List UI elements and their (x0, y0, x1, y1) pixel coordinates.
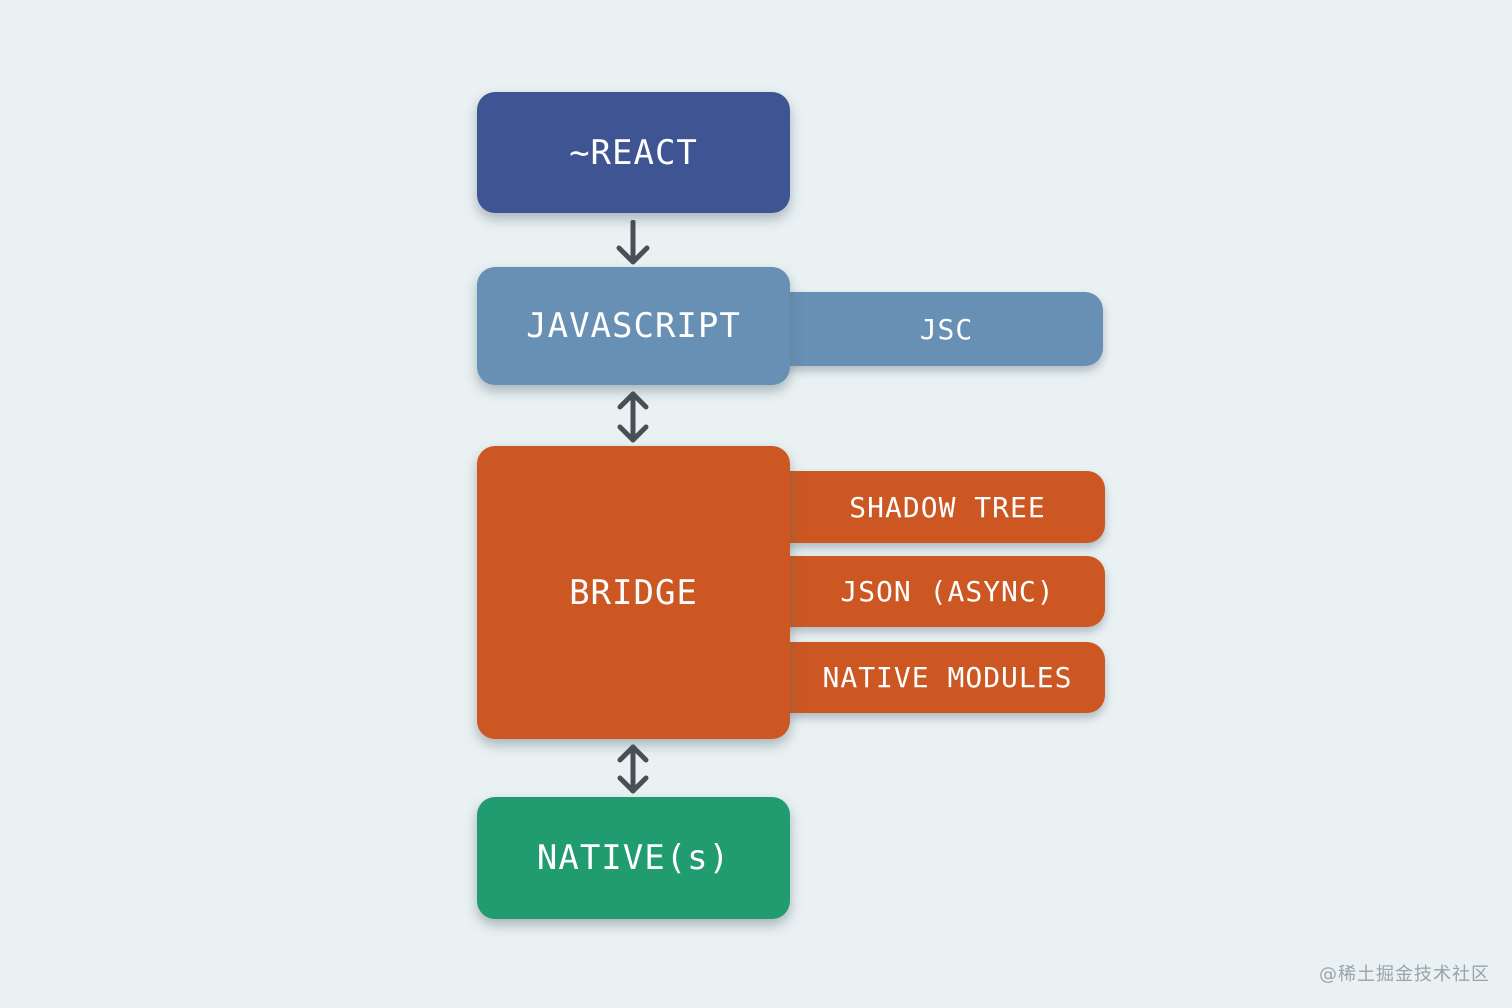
node-jsc: JSC (760, 292, 1103, 366)
node-react-label: ~REACT (569, 132, 698, 173)
arrow-react-to-javascript-icon (616, 220, 650, 265)
node-natives: NATIVE(s) (477, 797, 790, 919)
node-native-modules-label: NATIVE MODULES (822, 661, 1073, 694)
node-react: ~REACT (477, 92, 790, 213)
node-json-async-label: JSON (ASYNC) (840, 575, 1055, 608)
node-bridge-label: BRIDGE (569, 572, 698, 613)
arrow-bridge-natives-icon (617, 744, 649, 794)
node-javascript-label: JAVASCRIPT (526, 306, 741, 346)
node-natives-label: NATIVE(s) (536, 838, 731, 878)
node-bridge: BRIDGE (477, 446, 790, 739)
node-jsc-label: JSC (919, 312, 974, 346)
node-shadow-tree-label: SHADOW TREE (849, 490, 1046, 524)
node-native-modules: NATIVE MODULES (760, 642, 1105, 713)
node-javascript: JAVASCRIPT (477, 267, 790, 385)
arrow-javascript-bridge-icon (617, 391, 649, 443)
node-json-async: JSON (ASYNC) (760, 556, 1105, 627)
node-shadow-tree: SHADOW TREE (760, 471, 1105, 543)
watermark: @稀土掘金技术社区 (1319, 964, 1490, 985)
